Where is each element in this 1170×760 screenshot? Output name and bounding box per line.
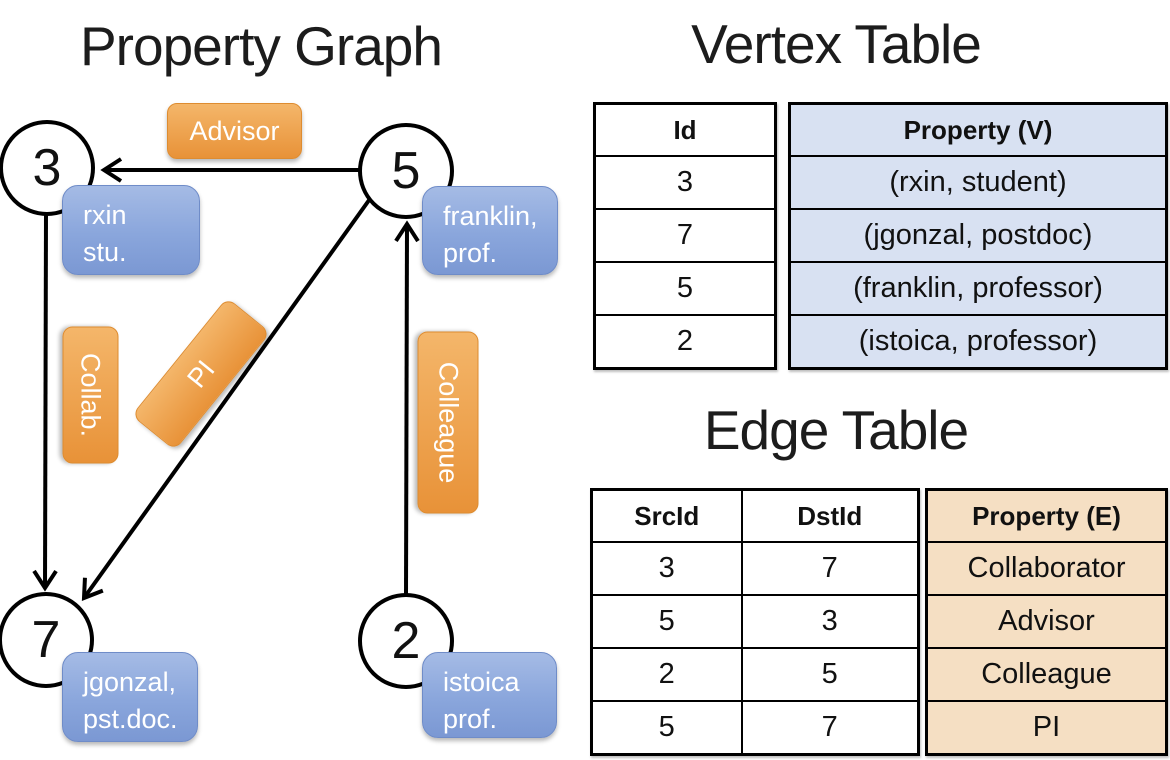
node-id-label: 3 <box>32 139 62 197</box>
table-row: (istoica, professor) <box>788 314 1168 370</box>
vertex-property-box-3: rxin stu. <box>62 185 200 275</box>
table-row: Colleague <box>925 647 1168 702</box>
edge-line-pi-5-to-7 <box>81 194 374 601</box>
cell-dstid: 5 <box>740 647 920 702</box>
edge-table-title: Edge Table <box>703 399 969 461</box>
vertex-property-line: pst.doc. <box>83 704 178 735</box>
table-row: 7 <box>593 208 777 263</box>
vertex-property-line: jgonzal, <box>83 667 177 697</box>
table-row: Collaborator <box>925 541 1168 596</box>
table-header-row: SrcId DstId <box>590 488 920 543</box>
cell-vertex-property: (jgonzal, postdoc) <box>788 208 1168 263</box>
table-row: 3 <box>593 155 777 210</box>
cell-srcid: 2 <box>590 647 743 702</box>
table-row: Advisor <box>925 594 1168 649</box>
edge-table-property-column: Property (E) Collaborator Advisor Collea… <box>925 488 1168 756</box>
table-row: 5 3 <box>590 594 920 649</box>
cell-srcid: 3 <box>590 541 743 596</box>
table-row: (rxin, student) <box>788 155 1168 210</box>
table-row: (franklin, professor) <box>788 261 1168 316</box>
cell-vertex-property: (istoica, professor) <box>788 314 1168 370</box>
node-id-label: 5 <box>391 142 421 200</box>
edge-line-colleague-2-to-5 <box>394 220 420 596</box>
graph-edges-svg <box>32 157 420 601</box>
cell-srcid: 5 <box>590 700 743 756</box>
table-row: 2 <box>593 314 777 370</box>
cell-vertex-property: (rxin, student) <box>788 155 1168 210</box>
vertex-property-line: franklin, <box>443 201 538 231</box>
table-row: 5 7 <box>590 700 920 756</box>
vertex-property-box-7: jgonzal, pst.doc. <box>62 652 198 742</box>
edge-line-collab-3-to-7 <box>32 212 58 592</box>
cell-edge-property: PI <box>925 700 1168 756</box>
vertex-table-header-property: Property (V) <box>788 102 1168 157</box>
node-id-label: 7 <box>31 611 61 669</box>
vertex-property-line: rxin <box>83 200 127 230</box>
edge-label-colleague: Colleague <box>417 331 479 514</box>
vertex-property-line: prof. <box>443 704 498 735</box>
table-header-row: Property (V) <box>788 102 1168 157</box>
edge-table-header-dstid: DstId <box>740 488 920 543</box>
vertex-table-id-column: Id 3 7 5 2 <box>593 102 777 370</box>
cell-vertex-id: 5 <box>593 261 777 316</box>
cell-edge-property: Colleague <box>925 647 1168 702</box>
cell-edge-property: Advisor <box>925 594 1168 649</box>
cell-vertex-id: 3 <box>593 155 777 210</box>
cell-vertex-property: (franklin, professor) <box>788 261 1168 316</box>
graph-node-5: 5 <box>358 123 454 219</box>
edge-label-advisor: Advisor <box>167 103 302 159</box>
cell-dstid: 7 <box>740 541 920 596</box>
property-graph-title: Property Graph <box>79 15 443 77</box>
vertex-table-property-column: Property (V) (rxin, student) (jgonzal, p… <box>788 102 1168 370</box>
vertex-property-line: prof. <box>443 238 498 269</box>
cell-srcid: 5 <box>590 594 743 649</box>
node-id-label: 2 <box>391 612 421 670</box>
cell-edge-property: Collaborator <box>925 541 1168 596</box>
table-row: 3 7 <box>590 541 920 596</box>
table-header-row: Id <box>593 102 777 157</box>
vertex-table-title: Vertex Table <box>691 13 982 75</box>
edge-table-header-srcid: SrcId <box>590 488 743 543</box>
edge-table-id-columns: SrcId DstId 3 7 5 3 2 5 5 7 <box>590 488 920 756</box>
edge-table-header-property: Property (E) <box>925 488 1168 543</box>
cell-vertex-id: 2 <box>593 314 777 370</box>
table-row: 2 5 <box>590 647 920 702</box>
table-row: PI <box>925 700 1168 756</box>
vertex-property-line: stu. <box>83 237 127 268</box>
cell-dstid: 3 <box>740 594 920 649</box>
table-row: 5 <box>593 261 777 316</box>
vertex-property-box-5: franklin, prof. <box>422 186 558 275</box>
table-header-row: Property (E) <box>925 488 1168 543</box>
table-row: (jgonzal, postdoc) <box>788 208 1168 263</box>
edge-label-collab: Collab. <box>62 326 119 464</box>
vertex-property-line: istoica <box>443 667 520 697</box>
cell-vertex-id: 7 <box>593 208 777 263</box>
vertex-property-box-2: istoica prof. <box>422 652 557 738</box>
vertex-table-header-id: Id <box>593 102 777 157</box>
cell-dstid: 7 <box>740 700 920 756</box>
graph-node-2: 2 <box>358 593 454 689</box>
